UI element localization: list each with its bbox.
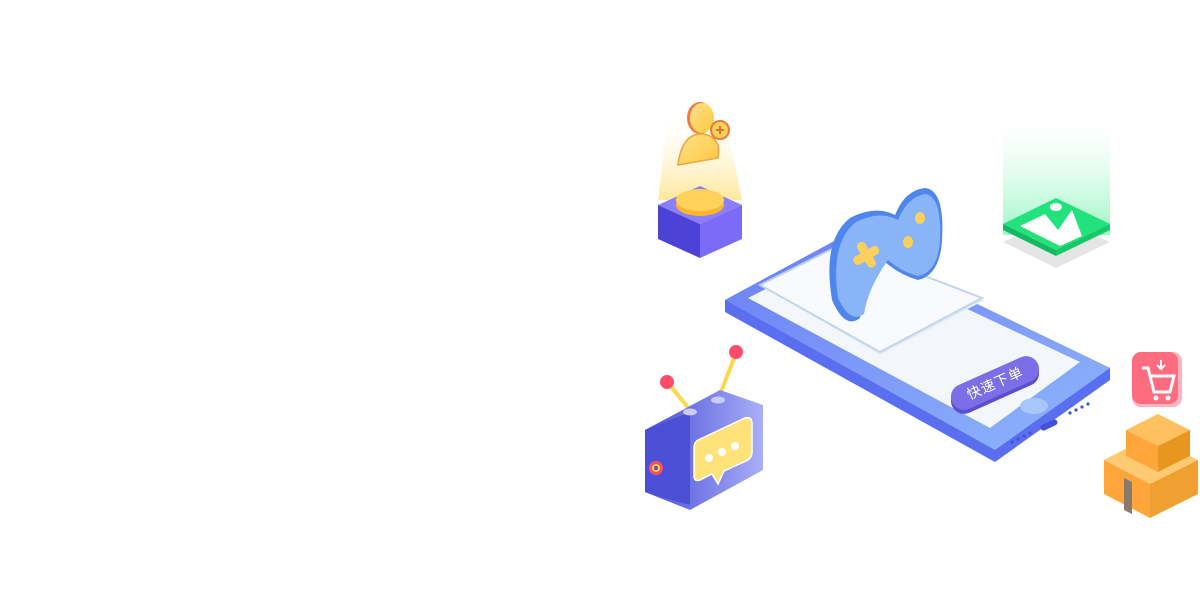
smartphone: 快速下单 [725,238,1110,462]
package-boxes-icon [1104,414,1198,518]
chat-radio [645,345,763,510]
chat-bubble-icon [693,416,753,486]
image-icon [1020,203,1082,246]
image-tile [1003,125,1110,268]
add-user-icon [677,102,730,166]
gamepad-icon [829,188,943,322]
add-user-pedestal [658,102,742,258]
cart-download-icon [1132,352,1182,407]
shopping-delivery [1104,352,1198,518]
